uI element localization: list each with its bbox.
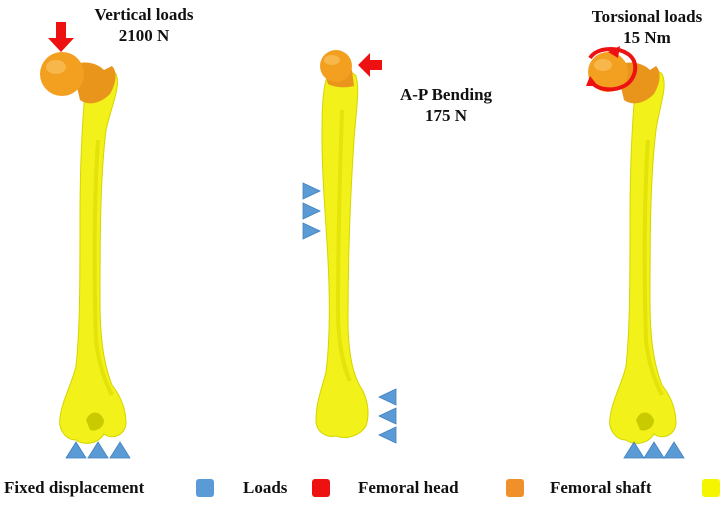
fixed-triangle bbox=[378, 388, 397, 406]
legend-label-shaft: Femoral shaft bbox=[550, 478, 652, 497]
legend-label-loads: Loads bbox=[243, 478, 288, 497]
femoral-head-highlight-2 bbox=[324, 55, 340, 65]
femoral-head-1 bbox=[40, 52, 84, 96]
femoral-head-2 bbox=[320, 50, 352, 82]
torsional-loads-value: 15 Nm bbox=[623, 28, 671, 47]
fixed-triangle bbox=[87, 441, 109, 459]
femoral-head-highlight-3 bbox=[594, 59, 612, 71]
torsional-loads-title: Torsional loads bbox=[591, 7, 703, 26]
ap-bending-label: A-P Bending 175 N bbox=[386, 84, 506, 126]
fixed-triangle bbox=[643, 441, 665, 459]
vertical-loads-value: 2100 N bbox=[118, 26, 170, 45]
fixed-triangle bbox=[378, 407, 397, 425]
torsional-loads-label: Torsional loads 15 Nm bbox=[582, 6, 712, 48]
femoral-shaft-2 bbox=[315, 70, 369, 439]
bending-load-arrow bbox=[358, 53, 382, 77]
legend-label-head: Femoral head bbox=[358, 478, 459, 497]
condyle-notch-3 bbox=[636, 412, 654, 431]
legend-swatch-loads bbox=[312, 479, 330, 497]
fixed-triangle bbox=[302, 222, 321, 240]
condyle-notch-1 bbox=[86, 412, 104, 431]
legend-label-fixed: Fixed displacement bbox=[4, 478, 145, 497]
femoral-head-highlight-1 bbox=[46, 60, 66, 74]
vertical-loads-label: Vertical loads 2100 N bbox=[84, 4, 204, 46]
legend-swatch-fixed bbox=[196, 479, 214, 497]
shaft-shading-3 bbox=[642, 140, 664, 396]
vertical-loads-title: Vertical loads bbox=[94, 5, 194, 24]
panel-vertical-loads bbox=[40, 22, 131, 459]
fixed-triangle bbox=[302, 182, 321, 200]
fixed-triangle bbox=[109, 441, 131, 459]
legend-swatch-head bbox=[506, 479, 524, 497]
fixed-triangle bbox=[302, 202, 321, 220]
panel-ap-bending bbox=[302, 50, 397, 444]
shaft-shading-2 bbox=[336, 110, 352, 382]
panel-torsional-loads bbox=[586, 46, 685, 459]
shaft-shading-1 bbox=[92, 140, 114, 396]
fixed-triangle bbox=[378, 426, 397, 444]
legend-swatch-shaft bbox=[702, 479, 720, 497]
fixed-triangle bbox=[663, 441, 685, 459]
vertical-load-arrow bbox=[48, 22, 74, 52]
ap-bending-title: A-P Bending bbox=[399, 85, 493, 104]
ap-bending-value: 175 N bbox=[424, 106, 468, 125]
fixed-triangle bbox=[65, 441, 87, 459]
torsional-load-arrow bbox=[586, 46, 638, 92]
fixed-triangle bbox=[623, 441, 645, 459]
